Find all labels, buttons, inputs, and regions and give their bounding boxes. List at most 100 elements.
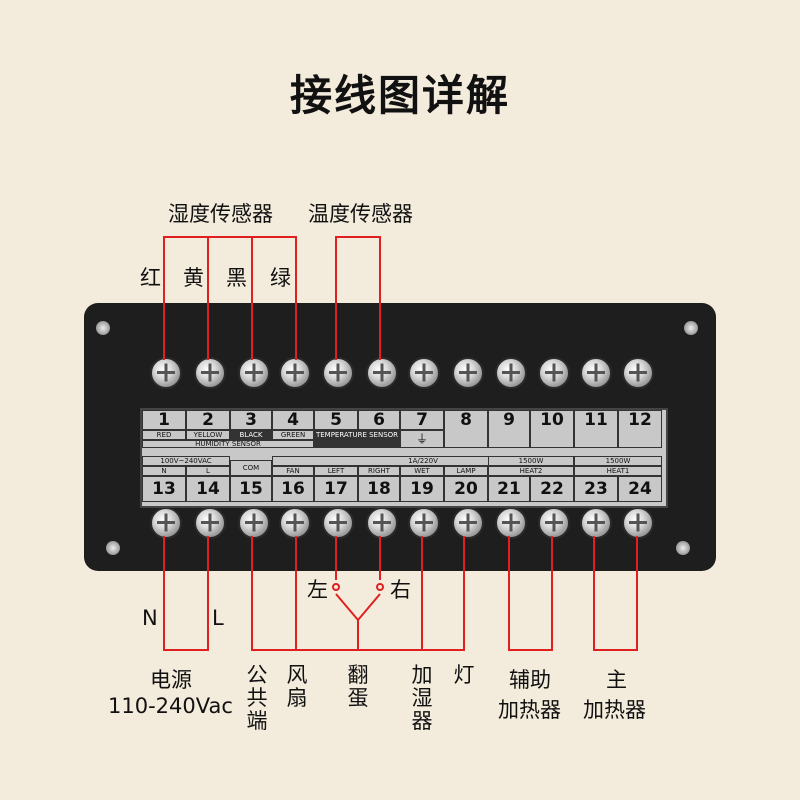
panel-right-label: RIGHT [358,466,400,476]
wire-color-yellow: 黄 [183,266,204,290]
terminal-screw-icon [408,357,440,389]
terminal-screw-icon [495,357,527,389]
fan-label: 风扇 [286,663,308,710]
panel-heat1-label: HEAT1 [574,466,662,476]
ground-icon: ⏚ [400,430,444,448]
l-label: L [212,606,224,630]
common-label: 公共端 [246,663,268,733]
terminal-number: 6 [358,410,400,430]
terminal-screw-icon [194,507,226,539]
terminal-number: 20 [444,476,488,502]
terminal-screw-icon [580,357,612,389]
panel-heat2-label: HEAT2 [488,466,574,476]
panel-wet-label: WET [400,466,444,476]
terminal-number: 13 [142,476,186,502]
terminal-number: 17 [314,476,358,502]
terminal-number: 5 [314,410,358,430]
terminal-screw-icon [495,507,527,539]
terminal-screw-icon [366,357,398,389]
panel-voltage-label: 100V~240VAC [142,456,230,466]
panel-l-label: L [186,466,230,476]
panel-fan-label: FAN [272,466,314,476]
terminal-number: 3 [230,410,272,430]
panel-lamp-label: LAMP [444,466,488,476]
humidity-sensor-wire [163,236,297,360]
turn-left-contact-icon [332,583,340,591]
panel-n-label: N [142,466,186,476]
main-heater-wire [593,536,638,651]
terminal-number: 12 [618,410,662,448]
turn-motor-wire [335,593,381,650]
terminal-screw-icon [452,357,484,389]
page-title: 接线图详解 [289,71,510,120]
terminal-number: 21 [488,476,530,502]
corner-screw-icon [106,541,120,555]
panel-temperature-sensor: TEMPERATURE SENSOR [314,430,400,448]
terminal-screw-icon [150,507,182,539]
power-wire [163,536,209,651]
turn-right-label: 右 [390,578,411,602]
terminal-screw-icon [322,357,354,389]
panel-black-label: BLACK [230,430,272,440]
corner-screw-icon [96,321,110,335]
terminal-screw-icon [150,357,182,389]
turn-label: 翻蛋 [347,663,369,710]
terminal-number: 19 [400,476,444,502]
common-fan-wire [251,536,297,651]
turn-right-contact-icon [376,583,384,591]
terminal-number: 1 [142,410,186,430]
aux-heater-label-2: 加热器 [498,698,561,722]
panel-humidity-sensor: HUMIDITY SENSOR [142,440,314,448]
terminal-screw-icon [366,507,398,539]
power-label: 电源 [150,668,192,692]
terminal-number: 8 [444,410,488,448]
terminal-screw-icon [238,507,270,539]
corner-screw-icon [684,321,698,335]
panel-power1-label: 1500W [488,456,574,466]
terminal-screw-icon [279,357,311,389]
terminal-screw-icon [580,507,612,539]
n-label: N [142,606,158,630]
terminal-number: 9 [488,410,530,448]
main-heater-label-2: 加热器 [583,698,646,722]
panel-com-label: COM [230,460,272,476]
terminal-screw-icon [322,507,354,539]
terminal-label-panel: 1 2 3 4 5 6 7 8 9 10 11 12 RED YELLOW BL… [140,408,668,508]
terminal-number: 22 [530,476,574,502]
terminal-number: 24 [618,476,662,502]
terminal-screw-icon [238,357,270,389]
aux-heater-label-1: 辅助 [509,668,551,692]
panel-red-label: RED [142,430,186,440]
terminal-screw-icon [408,507,440,539]
wire-color-red: 红 [140,266,161,290]
panel-power2-label: 1500W [574,456,662,466]
terminal-number: 23 [574,476,618,502]
terminal-screw-icon [622,357,654,389]
terminal-number: 2 [186,410,230,430]
terminal-screw-icon [452,507,484,539]
terminal-number: 7 [400,410,444,430]
turn-left-label: 左 [307,578,328,602]
terminal-number: 14 [186,476,230,502]
wire-color-green: 绿 [270,266,291,290]
panel-yellow-label: YELLOW [186,430,230,440]
panel-green-label: GREEN [272,430,314,440]
wire-color-black: 黑 [226,266,247,290]
terminal-number: 10 [530,410,574,448]
terminal-number: 18 [358,476,400,502]
humidity-sensor-label: 湿度传感器 [168,202,273,226]
common-bus-wire [296,536,465,651]
terminal-screw-icon [538,507,570,539]
corner-screw-icon [676,541,690,555]
terminal-screw-icon [194,357,226,389]
aux-heater-wire [508,536,553,651]
temperature-sensor-wire [335,236,381,360]
terminal-number: 15 [230,476,272,502]
terminal-screw-icon [538,357,570,389]
terminal-number: 16 [272,476,314,502]
terminal-number: 11 [574,410,618,448]
main-heater-label-1: 主 [606,668,627,692]
power-voltage-label: 110-240Vac [108,694,233,718]
humidifier-label: 加湿器 [411,663,433,733]
